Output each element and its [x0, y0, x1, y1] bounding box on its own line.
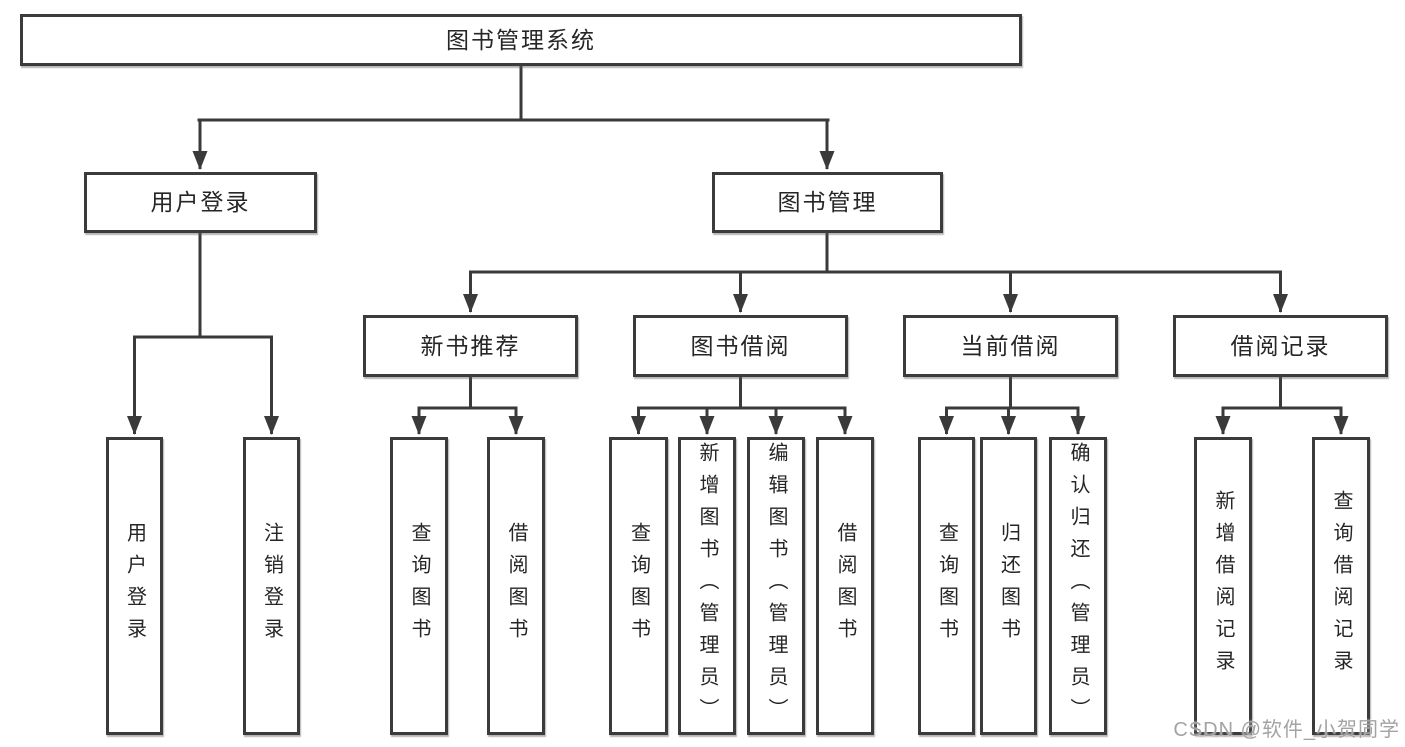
node-current-borrow: 当前借阅 — [903, 315, 1118, 377]
leaf-confirm-return-admin: 确认归还（管理员） — [1049, 437, 1107, 735]
leaf-label: 查询图书 — [627, 522, 650, 650]
leaf-label: 查询借阅记录 — [1330, 490, 1352, 682]
node-root: 图书管理系统 — [20, 14, 1022, 66]
leaf-query-book-3: 查询图书 — [918, 437, 975, 735]
connector-bus — [133, 63, 1343, 410]
leaf-label: 编辑图书（管理员） — [765, 442, 787, 730]
node-current-borrow-label: 当前借阅 — [960, 332, 1061, 359]
leaf-label: 新增图书（管理员） — [696, 442, 718, 730]
leaf-label: 查询图书 — [935, 522, 958, 650]
leaf-query-book-2: 查询图书 — [609, 437, 668, 735]
leaf-label: 确认归还（管理员） — [1067, 442, 1089, 730]
leaf-user-login: 用户登录 — [106, 437, 163, 735]
leaf-add-borrow-record: 新增借阅记录 — [1194, 437, 1252, 735]
node-book-mgmt: 图书管理 — [712, 172, 943, 233]
node-user-login: 用户登录 — [84, 172, 317, 233]
leaf-label: 查询图书 — [408, 522, 430, 650]
node-user-login-label: 用户登录 — [150, 189, 251, 215]
node-new-book-rec: 新书推荐 — [363, 315, 578, 377]
leaf-borrow-book-1: 借阅图书 — [487, 437, 545, 735]
watermark: CSDN @软件_小贺同学 — [1173, 719, 1400, 741]
leaf-query-borrow-record: 查询借阅记录 — [1312, 437, 1370, 735]
node-new-book-rec-label: 新书推荐 — [420, 332, 521, 359]
leaf-label: 借阅图书 — [505, 522, 527, 650]
leaf-add-book-admin: 新增图书（管理员） — [678, 437, 736, 735]
node-book-mgmt-label: 图书管理 — [777, 189, 878, 215]
leaf-return-book: 归还图书 — [980, 437, 1037, 735]
leaf-edit-book-admin: 编辑图书（管理员） — [747, 437, 805, 735]
leaf-logout: 注销登录 — [243, 437, 300, 735]
node-root-label: 图书管理系统 — [446, 26, 596, 53]
leaf-label: 新增借阅记录 — [1212, 490, 1234, 682]
node-book-borrow: 图书借阅 — [633, 315, 848, 377]
node-book-borrow-label: 图书借阅 — [690, 332, 791, 359]
node-borrow-record: 借阅记录 — [1173, 315, 1388, 377]
leaf-label: 归还图书 — [997, 522, 1020, 650]
leaf-borrow-book-2: 借阅图书 — [816, 437, 874, 735]
leaf-query-book-1: 查询图书 — [390, 437, 448, 735]
leaf-label: 借阅图书 — [834, 522, 856, 650]
node-borrow-record-label: 借阅记录 — [1230, 332, 1331, 359]
leaf-label: 注销登录 — [260, 522, 283, 650]
leaf-label: 用户登录 — [123, 522, 146, 650]
